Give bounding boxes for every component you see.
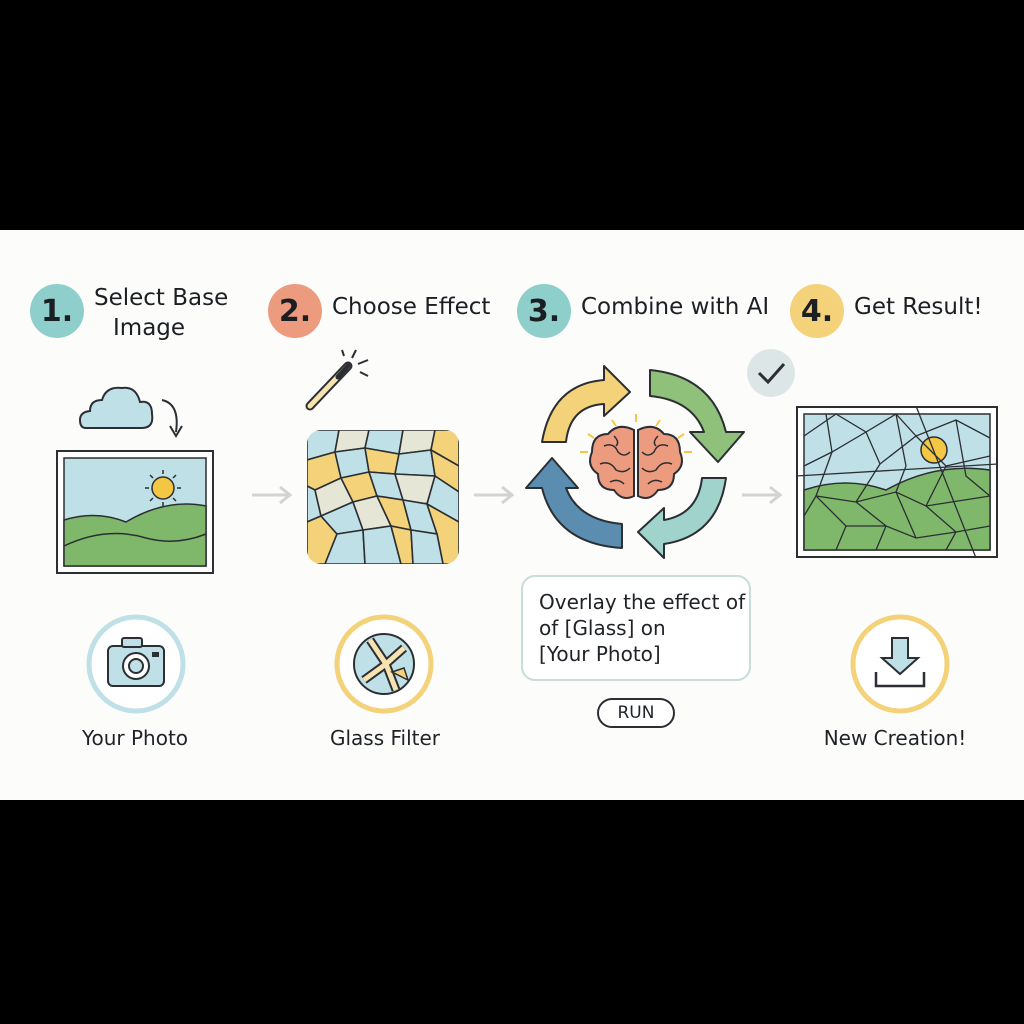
checkmark-icon <box>747 349 795 397</box>
step-4-header: 4. Get Result! <box>790 284 990 344</box>
step-2-title: Choose Effect <box>332 294 491 320</box>
prompt-box[interactable]: Overlay the effect of of [Glass] on [You… <box>521 575 751 681</box>
cycle-arrows <box>525 365 745 559</box>
arrow-right-icon <box>474 485 515 505</box>
glass-filter-icon <box>334 614 434 714</box>
landscape-photo <box>56 450 214 574</box>
step-3-badge: 3. <box>517 284 571 338</box>
step-1-badge: 1. <box>30 284 84 338</box>
step-3-header: 3. Combine with AI <box>517 284 769 344</box>
step-1-title-line2: Image <box>113 315 186 341</box>
new-creation-caption: New Creation! <box>823 726 967 750</box>
step-1-title-line1: Select Base <box>94 285 229 311</box>
download-icon[interactable] <box>850 614 950 714</box>
step-1-title: Select Base Image <box>94 283 228 343</box>
result-photo <box>795 405 999 559</box>
stained-glass-tile <box>307 430 459 564</box>
step-1-header: 1. Select Base Image <box>30 284 230 344</box>
step-4-badge: 4. <box>790 284 844 338</box>
glass-filter-caption: Glass Filter <box>329 726 441 750</box>
camera-icon <box>86 614 186 714</box>
step-2-badge: 2. <box>268 284 322 338</box>
workflow-panel: 1. Select Base Image 2. Choose Effect 3.… <box>0 230 1024 800</box>
brain-icon <box>580 414 692 499</box>
run-button[interactable]: RUN <box>597 698 675 728</box>
prompt-line-2: of [Glass] on <box>539 616 666 640</box>
step-3-title: Combine with AI <box>581 294 770 320</box>
step-4-title: Get Result! <box>854 294 983 320</box>
magic-wand-icon <box>305 349 369 411</box>
prompt-line-1: Overlay the effect of <box>539 590 746 614</box>
arrow-right-icon <box>252 485 293 505</box>
your-photo-caption: Your Photo <box>81 726 189 750</box>
prompt-line-3: [Your Photo] <box>539 642 661 666</box>
cloud-icon <box>78 386 183 438</box>
arrow-right-icon <box>742 485 783 505</box>
step-2-header: 2. Choose Effect <box>268 284 491 344</box>
